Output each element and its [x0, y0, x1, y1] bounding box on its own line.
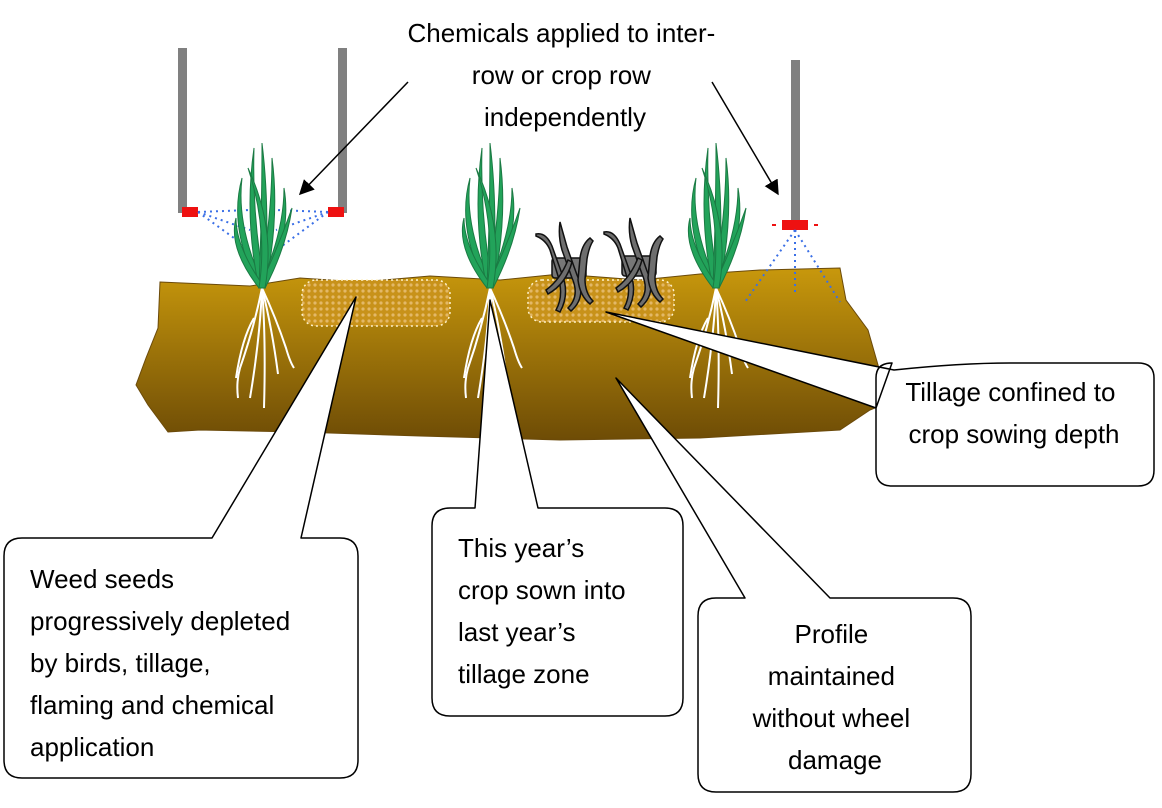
- spray-nozzle-icon: [328, 207, 344, 217]
- arrow-to-right-nozzle: [711, 81, 779, 196]
- crop-plant-icon: [687, 142, 749, 409]
- sprayer-boom-icon: [178, 48, 187, 213]
- this-year-label: This year’s crop sown into last year’s t…: [458, 533, 633, 689]
- sprayer-boom-icon: [791, 60, 800, 222]
- spray-nozzle-icon: [782, 220, 808, 230]
- callout-weed-seeds: Weed seeds progressively depleted by bir…: [3, 296, 359, 779]
- tillage-tine-icon: [603, 217, 665, 311]
- callout-tillage: Tillage confined to crop sowing depth: [605, 311, 1155, 487]
- spray-nozzle-icon: [182, 207, 198, 217]
- crop-plants: [233, 142, 749, 409]
- callout-this-year: This year’s crop sown into last year’s t…: [431, 299, 684, 717]
- tillage-tine-icon: [535, 221, 595, 313]
- profile-label: Profile maintained without wheel damage: [752, 619, 918, 775]
- arrow-to-left-nozzles: [298, 81, 409, 196]
- chemicals-label: Chemicals applied to inter- row or crop …: [407, 18, 722, 132]
- crop-plant-icon: [233, 142, 295, 409]
- sprayer-boom-icon: [338, 48, 347, 213]
- tillage-label: Tillage confined to crop sowing depth: [905, 377, 1122, 449]
- seed-bank-patch-left: [301, 279, 451, 327]
- callout-profile: Profile maintained without wheel damage: [615, 377, 972, 793]
- weed-seeds-label: Weed seeds progressively depleted by bir…: [30, 564, 297, 762]
